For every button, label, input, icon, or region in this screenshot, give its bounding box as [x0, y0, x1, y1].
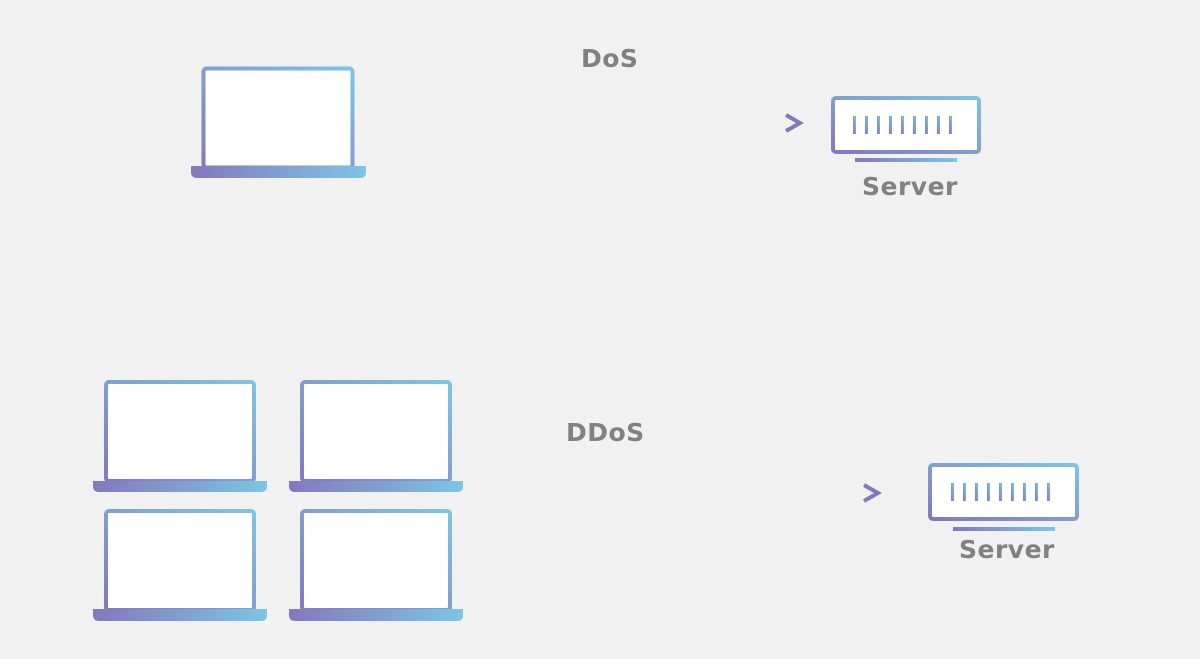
laptop-icon — [93, 380, 267, 492]
ddos-title: DDoS — [566, 418, 645, 447]
laptop-icon — [93, 509, 267, 621]
dos-server-label: Server — [862, 172, 958, 201]
laptop-icon — [191, 66, 366, 178]
ddos-arrow — [479, 483, 883, 503]
dos-arrow — [401, 113, 805, 133]
ddos-server-label: Server — [959, 535, 1055, 564]
server-icon — [831, 96, 981, 162]
laptop-icon — [289, 509, 463, 621]
server-icon — [928, 463, 1079, 531]
laptop-icon — [289, 380, 463, 492]
dos-title: DoS — [581, 44, 639, 73]
